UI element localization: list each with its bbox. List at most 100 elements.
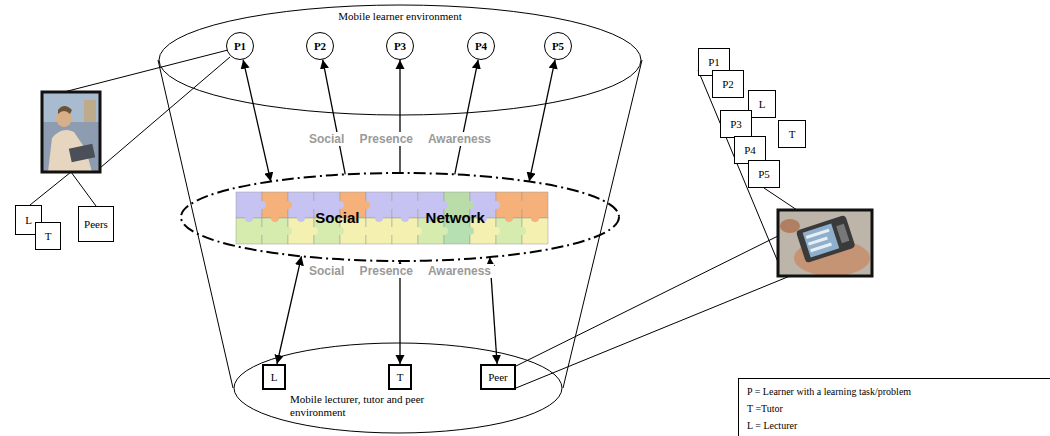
photo-screen-line	[808, 237, 828, 246]
node-label: P5	[552, 40, 564, 52]
puzzle-tab	[336, 227, 344, 235]
puzzle-tab	[414, 201, 422, 209]
puzzle-tab	[531, 214, 539, 222]
node-label: P2	[314, 40, 326, 52]
puzzle-tab	[258, 227, 266, 235]
puzzle-tab	[258, 201, 266, 209]
key-text: L = Lecturer	[747, 417, 1043, 434]
environment-ellipse: Mobile learner environmentP1 P2 P3 P4 P5	[158, 4, 642, 116]
role-box: P2	[712, 70, 744, 98]
leader-line	[71, 172, 96, 206]
node-label: L	[25, 214, 32, 226]
phone-photo	[778, 210, 872, 276]
role-box: Peer	[480, 364, 516, 390]
node-label: Peers	[84, 218, 108, 230]
ellipse-line	[159, 5, 641, 115]
learner-circle: P3	[386, 32, 414, 60]
photo-hair	[58, 106, 72, 114]
leader-line	[516, 236, 778, 366]
ellipse-line	[234, 343, 562, 433]
region-label: Social Network	[180, 209, 620, 226]
puzzle-tab	[297, 214, 305, 222]
photo-thumb	[780, 219, 800, 233]
role-box: Peers	[78, 206, 114, 242]
relation-label: Social Presence Awareness	[306, 132, 494, 146]
node-label: L	[759, 98, 766, 110]
node-label: P1	[708, 56, 720, 68]
region-label: Mobile learner environment	[158, 10, 642, 22]
photo-screen-line	[810, 243, 832, 253]
leader-line	[60, 50, 228, 93]
photo-frame	[778, 210, 872, 276]
role-box: T	[388, 364, 412, 390]
role-box: P3	[720, 110, 752, 138]
key-text: P = Learner with a learning task/problem	[747, 383, 1043, 400]
photo-phone	[796, 215, 856, 263]
puzzle-tab	[284, 201, 292, 209]
label-holder: Social Presence Awareness	[280, 264, 520, 278]
role-box: P5	[748, 160, 780, 188]
environment-ellipse: Mobile lecturer, tutor and peer environm…	[233, 342, 563, 434]
puzzle-tab	[440, 201, 448, 209]
learner-circle: P2	[306, 32, 334, 60]
relation-arrow	[455, 60, 478, 175]
node-label: P5	[758, 168, 770, 180]
puzzle-tab	[388, 201, 396, 209]
relation-arrow	[323, 60, 346, 175]
puzzle-tab	[362, 201, 370, 209]
puzzle-tab	[518, 201, 526, 209]
puzzle-tab	[388, 227, 396, 235]
role-box: L	[748, 90, 776, 118]
photo-frame	[42, 92, 100, 172]
puzzle-tab	[466, 227, 474, 235]
puzzle-tab	[310, 227, 318, 235]
puzzle-tab	[518, 227, 526, 235]
network-ellipse: Social Network	[180, 172, 620, 262]
puzzle-tab	[492, 201, 500, 209]
node-label: P2	[722, 78, 734, 90]
relation-arrow	[243, 60, 271, 182]
ellipse-line	[181, 173, 619, 261]
photo-detail	[84, 100, 96, 122]
node-label: P4	[475, 40, 487, 52]
node-label: P1	[234, 40, 246, 52]
role-box: T	[778, 120, 806, 148]
puzzle-tab	[245, 214, 253, 222]
node-label: L	[271, 371, 278, 383]
node-label: T	[397, 371, 404, 383]
photo-laptop	[69, 144, 95, 163]
photo-ground	[778, 210, 872, 276]
node-label: P4	[744, 144, 756, 156]
key-text: T =Tutor	[747, 400, 1043, 417]
role-box: L	[262, 364, 286, 390]
relation-arrow	[529, 60, 555, 182]
bucket-side	[563, 60, 642, 388]
leader-line	[516, 276, 790, 388]
learner-circle: P4	[467, 32, 495, 60]
puzzle-tab	[336, 201, 344, 209]
node-label: P3	[730, 118, 742, 130]
label-holder: Social Presence Awareness	[280, 132, 520, 146]
photo-screen	[803, 224, 840, 258]
puzzle-tab	[310, 201, 318, 209]
node-label: T	[789, 128, 796, 140]
puzzle-tab	[362, 227, 370, 235]
leader-line	[764, 188, 800, 212]
region-label: Mobile lecturer, tutor and peer environm…	[290, 393, 455, 419]
node-label: Peer	[488, 371, 508, 383]
relation-label: Social Presence Awareness	[306, 264, 494, 278]
leader-line	[100, 57, 230, 168]
learner-circle: P1	[226, 32, 254, 60]
photo-ground	[42, 92, 100, 172]
relation-arrow	[277, 256, 301, 364]
leader-line	[30, 172, 71, 205]
puzzle-tab	[440, 227, 448, 235]
puzzle-tab	[466, 201, 474, 209]
node-label: P3	[394, 40, 406, 52]
learner-photo	[42, 92, 100, 172]
relation-arrow	[399, 60, 400, 173]
puzzle-tab	[505, 214, 513, 222]
puzzle-tab	[284, 227, 292, 235]
